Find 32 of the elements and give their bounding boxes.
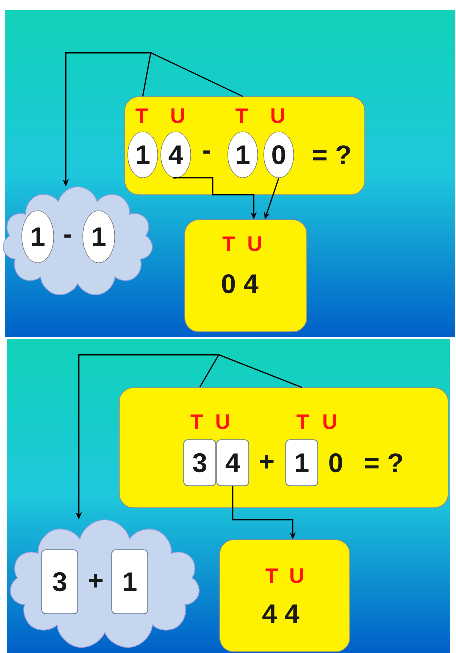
digit-oval: 1 (22, 210, 54, 264)
digit-oval: 0 (264, 132, 294, 178)
digit-oval: 1 (82, 210, 116, 264)
digit-oval: 4 (160, 132, 192, 178)
place-value-letter: T (296, 414, 310, 430)
digit-text: 0 4 (222, 274, 259, 294)
place-value-letter: U (216, 414, 230, 430)
place-value-letter: T (190, 414, 204, 430)
place-value-letter: U (290, 568, 304, 584)
digit-text: - (204, 150, 210, 154)
digit-oval: 1 (228, 132, 258, 178)
place-value-letter: T (266, 568, 278, 584)
digit-card: 1 (286, 440, 318, 486)
digit-text: 4 4 (262, 604, 300, 624)
place-value-letter: T (236, 108, 248, 124)
place-value-letter: U (248, 236, 262, 252)
place-value-letter: U (324, 414, 336, 430)
digit-text: 0 (330, 453, 342, 473)
place-value-letter: U (272, 108, 284, 124)
digit-card: 4 (216, 440, 250, 486)
digit-oval: 1 (128, 132, 158, 178)
digit-card: 3 (184, 440, 216, 486)
place-value-letter: T (222, 236, 236, 252)
digit-text: = ? (365, 454, 402, 472)
digit-text: + (89, 574, 103, 588)
digit-card: 3 (42, 550, 78, 614)
digit-text: = ? (313, 146, 350, 164)
place-value-letter: U (172, 108, 184, 124)
digit-card: 1 (112, 550, 148, 614)
digit-text: + (260, 455, 274, 469)
place-value-letter: T (136, 108, 148, 124)
digit-text: - (64, 234, 72, 238)
